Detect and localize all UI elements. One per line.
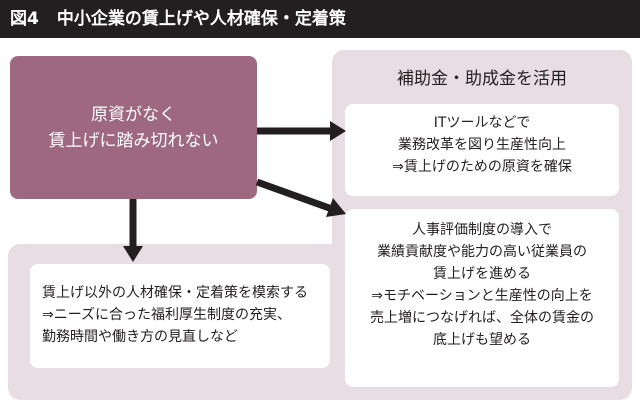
- problem-line: 賃上げに踏み切れない: [48, 130, 219, 151]
- arrow-head-it: [330, 121, 346, 141]
- subsidy-panel-title: 補助金・助成金を活用: [397, 69, 567, 89]
- outcome-hr-line: 売上増につなげれば、全体の賃金の: [370, 310, 594, 326]
- arrow-head-hr: [326, 198, 346, 217]
- problem-line: 原資がなく: [91, 104, 176, 125]
- figure-title-text: 中小企業の賃上げや人材確保・定着策: [56, 9, 346, 29]
- outcome-it-line: 業務改革を図り生産性向上: [398, 137, 566, 153]
- outcome-hr-line: 業績貢献度や能力の高い従業員の: [377, 244, 587, 260]
- alternative-line: 勤務時間や働き方の見直しなど: [42, 329, 238, 345]
- alternative-line: ⇒ニーズに合った福利厚生制度の充実、: [42, 307, 292, 323]
- outcome-it-line: ⇒賃上げのための原資を確保: [392, 159, 572, 175]
- outcome-hr-line: 賃上げを進める: [433, 266, 531, 282]
- outcome-it-box: ITツールなどで 業務改革を図り生産性向上 ⇒賃上げのための原資を確保: [345, 104, 619, 196]
- outcome-hr-line: ⇒モチベーションと生産性の向上を: [371, 288, 593, 304]
- figure-title: 図4 中小企業の賃上げや人材確保・定着策: [10, 0, 346, 38]
- alternative-line: 賃上げ以外の人材確保・定着策を模索する: [42, 285, 308, 301]
- alternative-box: 賃上げ以外の人材確保・定着策を模索する ⇒ニーズに合った福利厚生制度の充実、 勤…: [30, 264, 330, 368]
- outcome-it-line: ITツールなどで: [433, 115, 531, 131]
- arrow-head-alternative: [123, 246, 143, 262]
- problem-box: 原資がなく 賃上げに踏み切れない: [10, 56, 257, 199]
- figure-number: 図4: [10, 9, 39, 29]
- arrow-to-hr: [255, 178, 334, 213]
- outcome-hr-line: 人事評価制度の導入で: [412, 222, 552, 238]
- title-bar: [0, 0, 640, 38]
- outcome-hr-line: 底上げも望める: [433, 332, 531, 348]
- outcome-hr-box: 人事評価制度の導入で 業績貢献度や能力の高い従業員の 賃上げを進める ⇒モチベー…: [345, 209, 619, 387]
